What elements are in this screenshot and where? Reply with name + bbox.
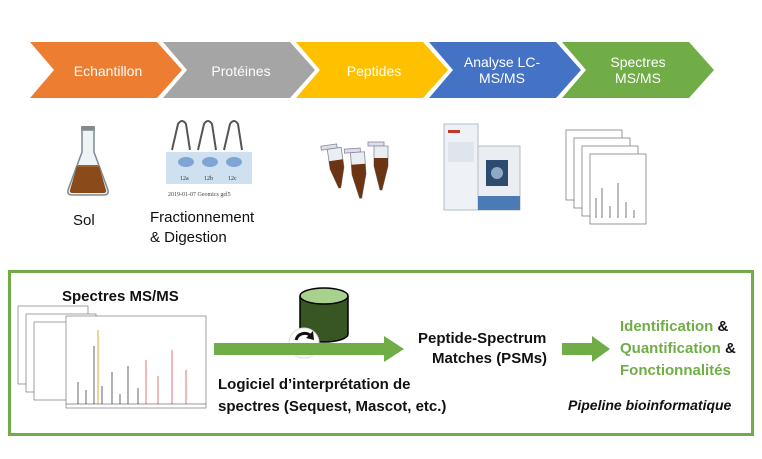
peptide-tubes-icon: [320, 141, 389, 199]
arrow-to-psm: [214, 336, 404, 362]
step-proteines-label: Protéines: [211, 63, 271, 79]
software-label-line1: Logiciel d’interprétation de: [218, 376, 411, 393]
output-fonctionnalites: Fonctionnalités: [620, 362, 731, 379]
protein-gel-image: 12a 12b 12c 2019-01-07 Geomics gel5: [166, 120, 252, 198]
chevron-step-1: [30, 42, 182, 98]
gel-lane-12a: 12a: [180, 176, 189, 182]
step-analyse-label: Analyse LC-MS/MS: [463, 54, 541, 86]
panel-spectra-title: Spectres MS/MS: [62, 288, 179, 305]
arrow-to-outputs: [562, 336, 610, 362]
chevron-step-2: [163, 42, 315, 98]
software-label-line2: spectres (Sequest, Mascot, etc.): [218, 398, 447, 415]
chevron-step-5: [562, 42, 714, 98]
database-icon: [299, 287, 349, 343]
gel-lane-12c: 12c: [228, 176, 237, 182]
gel-footer-text: 2019-01-07 Geomics gel5: [168, 192, 231, 198]
output-identification: Identification: [620, 318, 714, 335]
lc-ms-instrument-icon: [443, 123, 521, 211]
output-quantification-line: Quantification &: [620, 340, 736, 357]
fractionnement-caption-line1: Fractionnement: [150, 209, 255, 226]
step-spectres-label: Spectres MS/MS: [610, 54, 666, 86]
pipeline-label: Pipeline bioinformatique: [568, 397, 732, 413]
fractionnement-caption-line2: & Digestion: [150, 229, 227, 246]
output-identification-line: Identification &: [620, 318, 728, 335]
gel-lane-12b: 12b: [204, 176, 213, 182]
ampersand-2: &: [725, 340, 736, 357]
output-quantification: Quantification: [620, 340, 721, 357]
sol-caption: Sol: [73, 212, 95, 229]
chevron-step-3: [296, 42, 448, 98]
soil-flask-icon: [67, 126, 109, 196]
panel-spectrum-image: [17, 305, 207, 409]
stacked-spectra-icon: [565, 129, 647, 225]
workflow-chevrons: [30, 42, 714, 98]
psm-label-line2: Matches (PSMs): [432, 350, 548, 367]
psm-label-line1: Peptide-Spectrum: [418, 330, 547, 347]
step-echantillon-label: Echantillon: [73, 63, 143, 79]
step-peptides-label: Peptides: [346, 63, 402, 79]
chevron-step-4: [429, 42, 581, 98]
ampersand-1: &: [717, 318, 729, 335]
